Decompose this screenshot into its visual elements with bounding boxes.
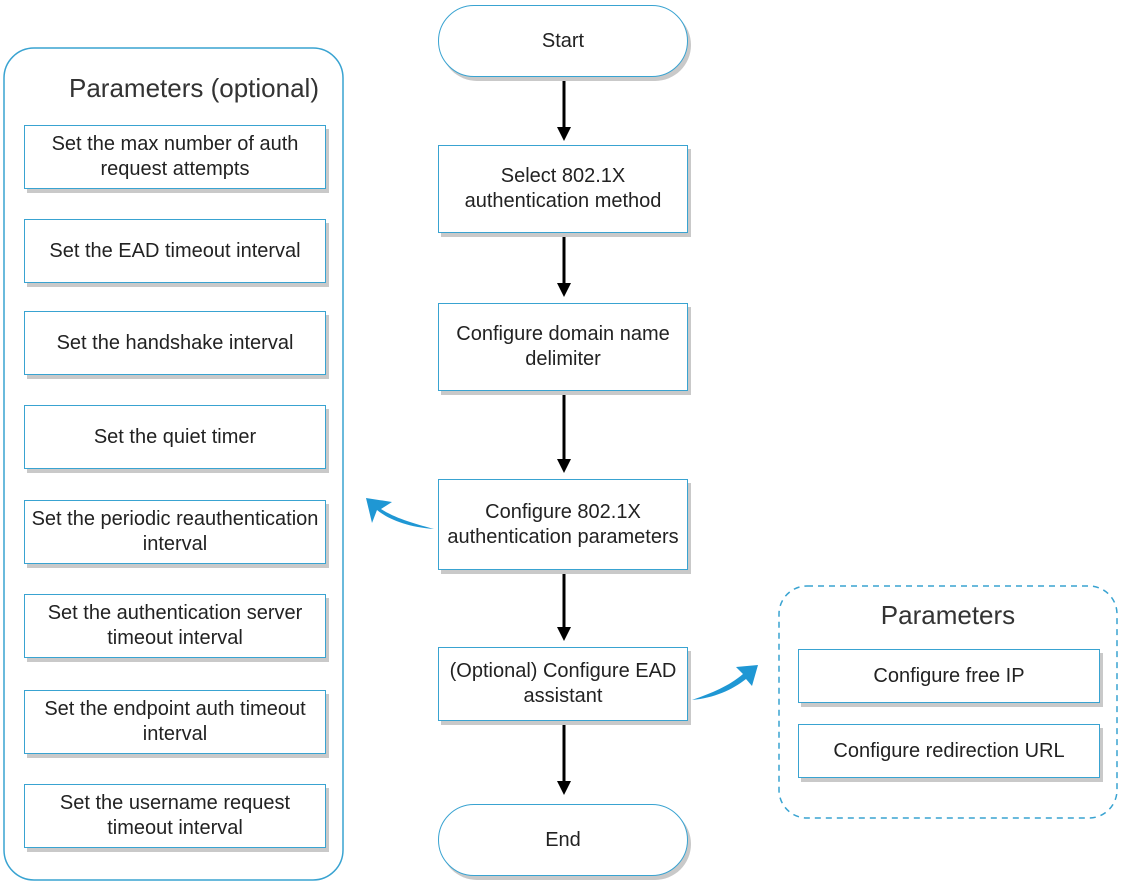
start-terminal: Start <box>438 5 688 77</box>
curved-arrow-to-optional-parameters <box>366 498 434 529</box>
parameter-quiet-timer: Set the quiet timer <box>24 405 326 469</box>
end-terminal: End <box>438 804 688 876</box>
parameter-periodic-reauthentication-interval: Set the periodic reauthentication interv… <box>24 500 326 564</box>
left-parameter-group-frame <box>3 47 344 881</box>
step-select-authentication-method: Select 802.1X authentication method <box>438 145 688 233</box>
ead-parameters-title: Parameters <box>880 600 1016 630</box>
parameter-endpoint-auth-timeout: Set the endpoint auth timeout interval <box>24 690 326 754</box>
right-parameter-group-frame <box>778 585 1118 819</box>
parameter-configure-redirection-url: Configure redirection URL <box>798 724 1100 778</box>
step-configure-authentication-parameters: Configure 802.1X authentication paramete… <box>438 479 688 570</box>
parameter-max-auth-attempts: Set the max number of auth request attem… <box>24 125 326 189</box>
parameter-authentication-server-timeout: Set the authentication server timeout in… <box>24 594 326 658</box>
parameter-ead-timeout-interval: Set the EAD timeout interval <box>24 219 326 283</box>
parameter-configure-free-ip: Configure free IP <box>798 649 1100 703</box>
step-configure-domain-name-delimiter: Configure domain name delimiter <box>438 303 688 391</box>
step-configure-ead-assistant: (Optional) Configure EAD assistant <box>438 647 688 721</box>
parameter-username-request-timeout: Set the username request timeout interva… <box>24 784 326 848</box>
curved-arrow-to-ead-parameters <box>692 665 758 700</box>
parameter-handshake-interval: Set the handshake interval <box>24 311 326 375</box>
optional-parameters-title: Parameters (optional) <box>69 73 319 103</box>
